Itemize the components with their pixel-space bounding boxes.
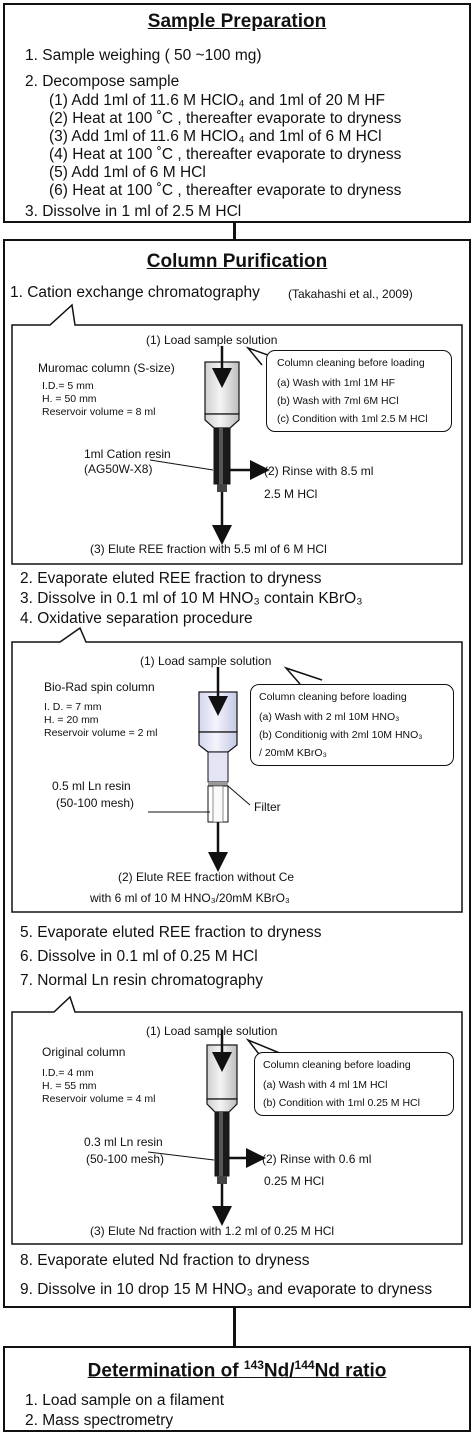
box1-load-label: (1) Load sample solution: [146, 333, 278, 347]
box3-elute-label: (3) Elute Nd fraction with 1.2 ml of 0.2…: [90, 1224, 335, 1238]
box3-resin-line1: 0.3 ml Ln resin: [84, 1135, 163, 1149]
box1-reservoir: Reservoir volume = 8 ml: [42, 406, 156, 418]
isotope-143: 143: [243, 1358, 264, 1372]
box3-load-label: (1) Load sample solution: [146, 1024, 278, 1038]
box3-resin-line2: (50-100 mesh): [86, 1152, 165, 1166]
box2-cleaning-b: (b) Conditionig with 2ml 10M HNO₃: [259, 729, 423, 741]
purif-step-9: 9. Dissolve in 10 drop 15 M HNO₃ and eva…: [20, 1281, 433, 1298]
purif-step-3: 3. Dissolve in 0.1 ml of 10 M HNO₃ conta…: [20, 590, 363, 607]
box1-cleaning-b: (b) Wash with 7ml 6M HCl: [277, 395, 399, 407]
box1-resin-line1: 1ml Cation resin: [84, 447, 171, 461]
box1-resin-line2: (AG50W-X8): [84, 462, 153, 476]
resin-pointer-1: [149, 459, 214, 471]
prep-substep-4: (4) Heat at 100 ˚C , thereafter evaporat…: [49, 146, 402, 163]
purif-step-1-reference: (Takahashi et al., 2009): [288, 287, 413, 301]
box1-elute-label: (3) Elute REE fraction with 5.5 ml of 6 …: [90, 542, 327, 556]
purif-step-4: 4. Oxidative separation procedure: [20, 610, 253, 627]
box2-resin-line2: (50-100 mesh): [56, 796, 135, 810]
resin-pointer-3: [147, 1151, 215, 1161]
determination-box: Determination of 143Nd/144Nd ratio 1. Lo…: [3, 1346, 471, 1432]
box3-cleaning-note: Column cleaning before loading (a) Wash …: [254, 1052, 454, 1116]
prep-step-2: 2. Decompose sample: [25, 73, 180, 90]
box2-height: H. = 20 mm: [44, 714, 99, 726]
determination-title-prefix: Determination of: [87, 1360, 244, 1382]
box1-rinse-line2: 2.5 M HCl: [264, 487, 318, 501]
box2-id: I. D. = 7 mm: [44, 701, 102, 713]
box2-elute-line1: (2) Elute REE fraction without Ce: [118, 870, 295, 884]
prep-substep-6: (6) Heat at 100 ˚C , thereafter evaporat…: [49, 182, 402, 199]
box2-resin-line1: 0.5 ml Ln resin: [52, 779, 131, 793]
box3-reservoir: Reservoir volume = 4 ml: [42, 1093, 156, 1105]
prep-step-1: 1. Sample weighing ( 50 ~100 mg): [25, 47, 262, 64]
box2-cleaning-b-cont: / 20mM KBrO₃: [259, 747, 327, 759]
box2-cleaning-note: Column cleaning before loading (a) Wash …: [250, 684, 454, 766]
box1-cleaning-c: (c) Condition with 1ml 2.5 M HCl: [277, 413, 428, 425]
box2-cleaning-a: (a) Wash with 2 ml 10M HNO₃: [259, 711, 400, 723]
sample-preparation-title: Sample Preparation: [147, 11, 327, 32]
box3-cleaning-b: (b) Condition with 1ml 0.25 M HCl: [263, 1097, 420, 1109]
prep-substep-2: (2) Heat at 100 ˚C , thereafter evaporat…: [49, 110, 402, 127]
connector-line: [233, 223, 236, 239]
column-purification-title: Column Purification: [146, 251, 328, 272]
purif-step-2: 2. Evaporate eluted REE fraction to dryn…: [20, 570, 322, 587]
det-step-1: 1. Load sample on a filament: [25, 1392, 225, 1409]
box1-height: H. = 50 mm: [42, 393, 97, 405]
purif-step-6: 6. Dissolve in 0.1 ml of 0.25 M HCl: [20, 948, 258, 965]
nd-label-2: Nd ratio: [314, 1360, 387, 1382]
box3-cleaning-title: Column cleaning before loading: [263, 1059, 411, 1071]
prep-step-3: 3. Dissolve in 1 ml of 2.5 M HCl: [25, 203, 242, 220]
connector-line: [233, 1308, 236, 1346]
filter-pointer: [227, 785, 251, 806]
box2-elute-line2: with 6 ml of 10 M HNO₃/20mM KBrO₃: [90, 891, 290, 905]
determination-title: Determination of 143Nd/144Nd ratio: [5, 1358, 469, 1382]
prep-substep-1: (1) Add 1ml of 11.6 M HClO₄ and 1ml of 2…: [49, 92, 385, 109]
box1-cleaning-note: Column cleaning before loading (a) Wash …: [266, 350, 452, 432]
box2-filter-label: Filter: [254, 800, 281, 814]
box2-column-name: Bio-Rad spin column: [44, 680, 155, 694]
box3-rinse-line2: 0.25 M HCl: [264, 1174, 325, 1188]
bio-rad-spin-column: [198, 691, 238, 823]
box1-rinse-line1: (2) Rinse with 8.5 ml: [264, 464, 374, 478]
box1-cleaning-title: Column cleaning before loading: [277, 357, 425, 369]
box3-cleaning-a: (a) Wash with 4 ml 1M HCl: [263, 1079, 388, 1091]
purif-step-1: 1. Cation exchange chromatography: [10, 284, 260, 301]
box2-load-label: (1) Load sample solution: [140, 654, 272, 668]
prep-substep-3: (3) Add 1ml of 11.6 M HClO₄ and 1ml of 6…: [49, 128, 382, 145]
sample-preparation-box: Sample Preparation 1. Sample weighing ( …: [3, 3, 471, 223]
purif-step-8: 8. Evaporate eluted Nd fraction to dryne…: [20, 1252, 310, 1269]
isotope-144: 144: [294, 1358, 315, 1372]
box3-column-name: Original column: [42, 1045, 126, 1059]
box1-id: I.D.= 5 mm: [42, 380, 94, 392]
det-step-2: 2. Mass spectrometry: [25, 1412, 174, 1429]
box1-column-name: Muromac column (S-size): [38, 361, 175, 375]
nd-label-1: Nd/: [263, 1360, 295, 1382]
prep-substep-5: (5) Add 1ml of 6 M HCl: [49, 164, 206, 181]
box3-height: H. = 55 mm: [42, 1080, 97, 1092]
box3-rinse-line1: (2) Rinse with 0.6 ml: [262, 1152, 372, 1166]
box3-id: I.D.= 4 mm: [42, 1067, 94, 1079]
original-column: [206, 1044, 238, 1184]
box2-reservoir: Reservoir volume = 2 ml: [44, 727, 158, 739]
box1-cleaning-a: (a) Wash with 1ml 1M HF: [277, 377, 396, 389]
box2-cleaning-title: Column cleaning before loading: [259, 691, 407, 703]
purif-step-5: 5. Evaporate eluted REE fraction to dryn…: [20, 924, 322, 941]
purif-step-7: 7. Normal Ln resin chromatography: [20, 972, 263, 989]
